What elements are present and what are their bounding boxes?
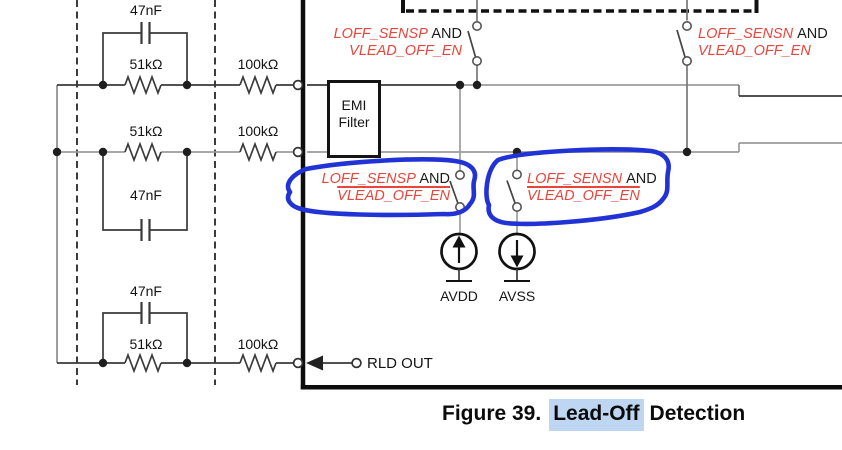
- signal-name: LOFF_SENSP: [321, 171, 416, 187]
- arrow-up-icon: [452, 235, 466, 248]
- avss-label: AVSS: [498, 288, 536, 304]
- rc-row-1: [57, 22, 294, 96]
- rld-out-label: RLD OUT: [367, 355, 433, 372]
- enable-signal-active-low: VLEAD_OFF_EN: [527, 187, 640, 204]
- capacitor-symbol: [102, 22, 188, 85]
- switch-label-mid-right: LOFF_SENSN AND VLEAD_OFF_EN: [527, 171, 677, 204]
- parallel-res-label: 51kΩ: [129, 56, 163, 72]
- resistor-symbol: [239, 74, 277, 96]
- current-source-avdd-icon: [440, 232, 478, 282]
- signal-name: LOFF_SENSN: [698, 26, 794, 42]
- resistor-symbol: [124, 141, 162, 163]
- cap-value-label: 47nF: [130, 2, 162, 18]
- signal-name: LOFF_SENSP: [333, 26, 428, 42]
- signal-name: LOFF_SENSN: [527, 171, 623, 187]
- cap-value-label: 47nF: [130, 187, 162, 203]
- resistor-symbol: [124, 74, 162, 96]
- enable-signal: VLEAD_OFF_EN: [698, 42, 811, 59]
- and-text: AND: [419, 171, 450, 187]
- rc-row-2-symbols: [102, 141, 277, 241]
- switch-label-top-right: LOFF_SENSN AND VLEAD_OFF_EN: [698, 26, 842, 59]
- resistor-symbol: [239, 352, 277, 374]
- switch-label-mid-left: LOFF_SENSP AND VLEAD_OFF_EN: [300, 171, 450, 204]
- caption-suffix: Detection: [649, 402, 746, 425]
- capacitor-symbol: [102, 302, 188, 363]
- dashed-box-bottom-edge: [401, 0, 759, 13]
- avdd-label: AVDD: [440, 288, 478, 304]
- switch-label-top-left: LOFF_SENSP AND VLEAD_OFF_EN: [312, 26, 462, 59]
- and-text: AND: [431, 26, 462, 42]
- switch-top-right: [676, 0, 692, 152]
- chip-port-circles: [292, 79, 304, 369]
- switch-blade: [467, 30, 477, 58]
- cap-value-label: 47nF: [130, 283, 162, 299]
- junction-dots: [52, 80, 692, 368]
- resistor-symbol: [239, 141, 277, 163]
- and-text: AND: [626, 171, 657, 187]
- resistor-symbol: [124, 352, 162, 374]
- series-res-label: 100kΩ: [237, 123, 279, 139]
- caption-selection-highlight: Lead-Off: [549, 399, 644, 431]
- rld-out-lead: [306, 355, 362, 371]
- emi-filter-box: EMI Filter: [327, 80, 381, 158]
- enable-signal: VLEAD_OFF_EN: [349, 42, 462, 59]
- switch-blade: [676, 29, 686, 58]
- dashed-boundary-lines: [76, 0, 216, 385]
- and-text: AND: [797, 26, 828, 42]
- parallel-res-label: 51kΩ: [129, 336, 163, 352]
- series-res-label: 100kΩ: [237, 56, 279, 72]
- parallel-res-label: 51kΩ: [129, 123, 163, 139]
- arrow-left-icon: [306, 355, 323, 371]
- current-source-avss-icon: [498, 232, 536, 282]
- enable-signal-active-low: VLEAD_OFF_EN: [337, 187, 450, 204]
- series-res-label: 100kΩ: [237, 336, 279, 352]
- emi-filter-label-line1: EMI: [341, 97, 367, 113]
- caption-prefix: Figure 39.: [442, 402, 542, 425]
- terminal-circle: [351, 357, 362, 369]
- capacitor-symbol: [102, 152, 188, 241]
- rc-row-3: [57, 302, 294, 374]
- emi-filter-label-line2: Filter: [338, 114, 370, 130]
- arrow-down-icon: [510, 255, 524, 268]
